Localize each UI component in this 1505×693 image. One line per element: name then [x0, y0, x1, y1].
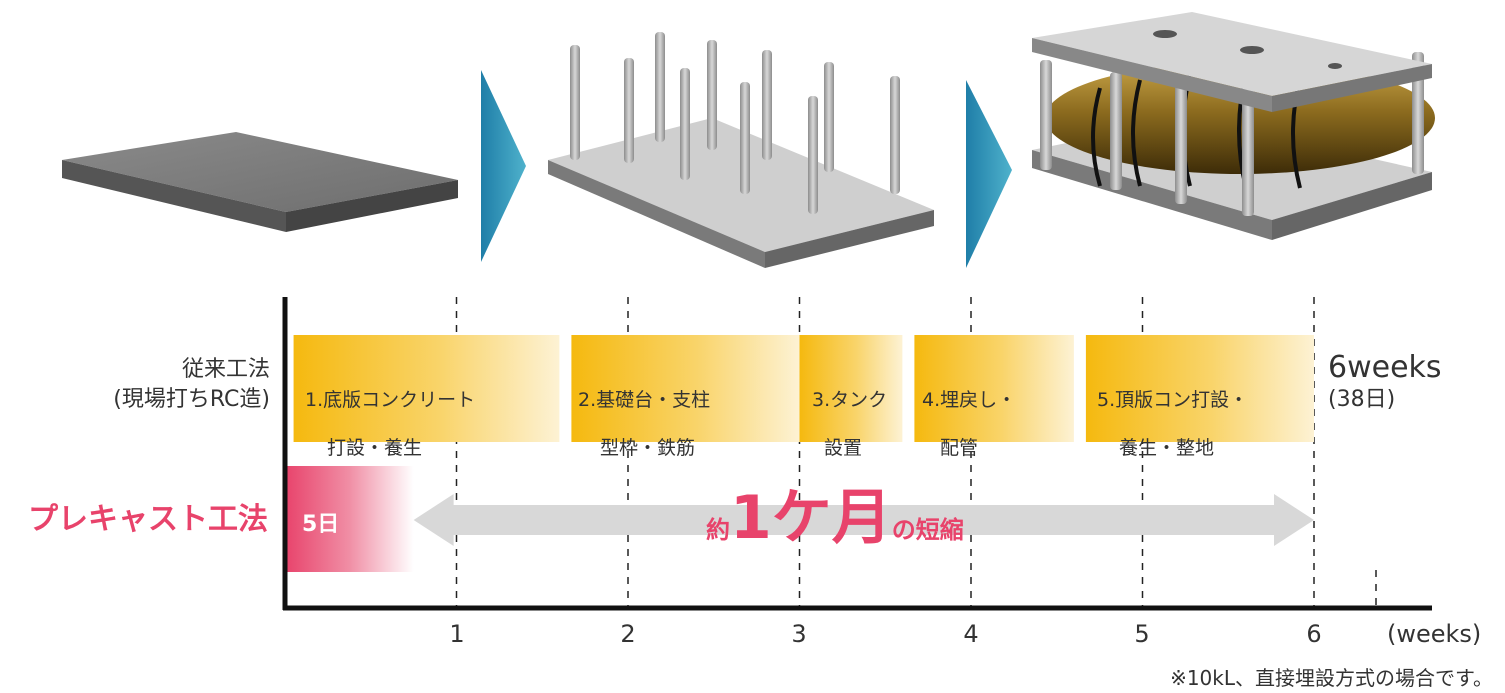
annotation-prefix: 約 — [706, 516, 730, 544]
bar-label-1-line2: 打設・養生 — [327, 437, 423, 459]
conventional-method-label: 従来工法 (現場打ちRC造) — [40, 355, 270, 415]
schedule-bar-1 — [293, 335, 560, 442]
bar-label-2-line2: 型枠・鉄筋 — [600, 437, 696, 459]
bar-label-3-line1: 3.タンク — [812, 389, 888, 411]
precast-bar — [285, 466, 414, 572]
conventional-method-name: 従来工法 — [181, 357, 270, 382]
schedule-bar-3 — [799, 335, 903, 442]
x-tick-1: 1 — [449, 620, 465, 648]
schedule-bars — [285, 335, 1314, 572]
x-tick-4: 4 — [963, 620, 979, 648]
total-days: (38日) — [1328, 387, 1396, 412]
slab-illustration — [62, 132, 458, 232]
schedule-bar-4 — [914, 335, 1074, 442]
bar-label-1: 1.底版コンクリート 打設・養生 — [305, 364, 475, 460]
bar-label-3-line2: 設置 — [824, 437, 863, 459]
precast-method-label: プレキャスト工法 — [28, 502, 268, 537]
shortening-annotation: 約1ケ月の短縮 — [706, 488, 964, 548]
x-tick-3: 3 — [791, 620, 807, 648]
shortening-double-arrow — [413, 494, 1314, 546]
bar-label-5-line2: 養生・整地 — [1119, 437, 1215, 459]
transition-arrow-1-icon — [481, 70, 526, 262]
annotation-big: 1ケ月 — [730, 483, 892, 553]
bar-label-5-line1: 5.頂版コン打設・ — [1097, 389, 1249, 411]
footnote: ※10kL、直接埋設方式の場合です。 — [1170, 666, 1493, 690]
annotation-suffix: の短縮 — [891, 516, 964, 544]
x-tick-6: 6 — [1306, 620, 1322, 648]
bar-label-3: 3.タンク 設置 — [812, 364, 887, 460]
transition-arrow-2-icon — [966, 80, 1012, 268]
bar-label-2-line1: 2.基礎台・支柱 — [578, 389, 711, 411]
shortening-arrow — [413, 494, 1314, 546]
precast-bar-label: 5日 — [302, 512, 340, 537]
chart-axes — [282, 297, 1432, 611]
base-with-pillars-illustration — [548, 32, 934, 268]
bar-label-4-line1: 4.埋戻し・ — [922, 389, 1017, 411]
schedule-bar-2 — [571, 335, 800, 442]
bar-label-2: 2.基礎台・支柱 型枠・鉄筋 — [578, 364, 710, 460]
bar-label-1-line1: 1.底版コンクリート — [305, 389, 476, 411]
x-tick-5: 5 — [1134, 620, 1150, 648]
finished-tank-structure-illustration — [1032, 12, 1435, 240]
conventional-method-subname: (現場打ちRC造) — [113, 387, 270, 412]
week-gridlines — [455, 297, 1377, 607]
schedule-bar-5 — [1085, 335, 1314, 442]
x-tick-2: 2 — [620, 620, 636, 648]
conventional-total: 6weeks (38日) — [1328, 352, 1442, 416]
construction-steps-illustration — [62, 12, 1435, 268]
bar-label-4: 4.埋戻し・ 配管 — [922, 364, 1016, 460]
x-axis-unit-label: (weeks) — [1387, 620, 1482, 648]
bar-label-4-line2: 配管 — [940, 437, 979, 459]
bar-label-5: 5.頂版コン打設・ 養生・整地 — [1097, 364, 1248, 460]
total-weeks: 6weeks — [1328, 350, 1442, 385]
